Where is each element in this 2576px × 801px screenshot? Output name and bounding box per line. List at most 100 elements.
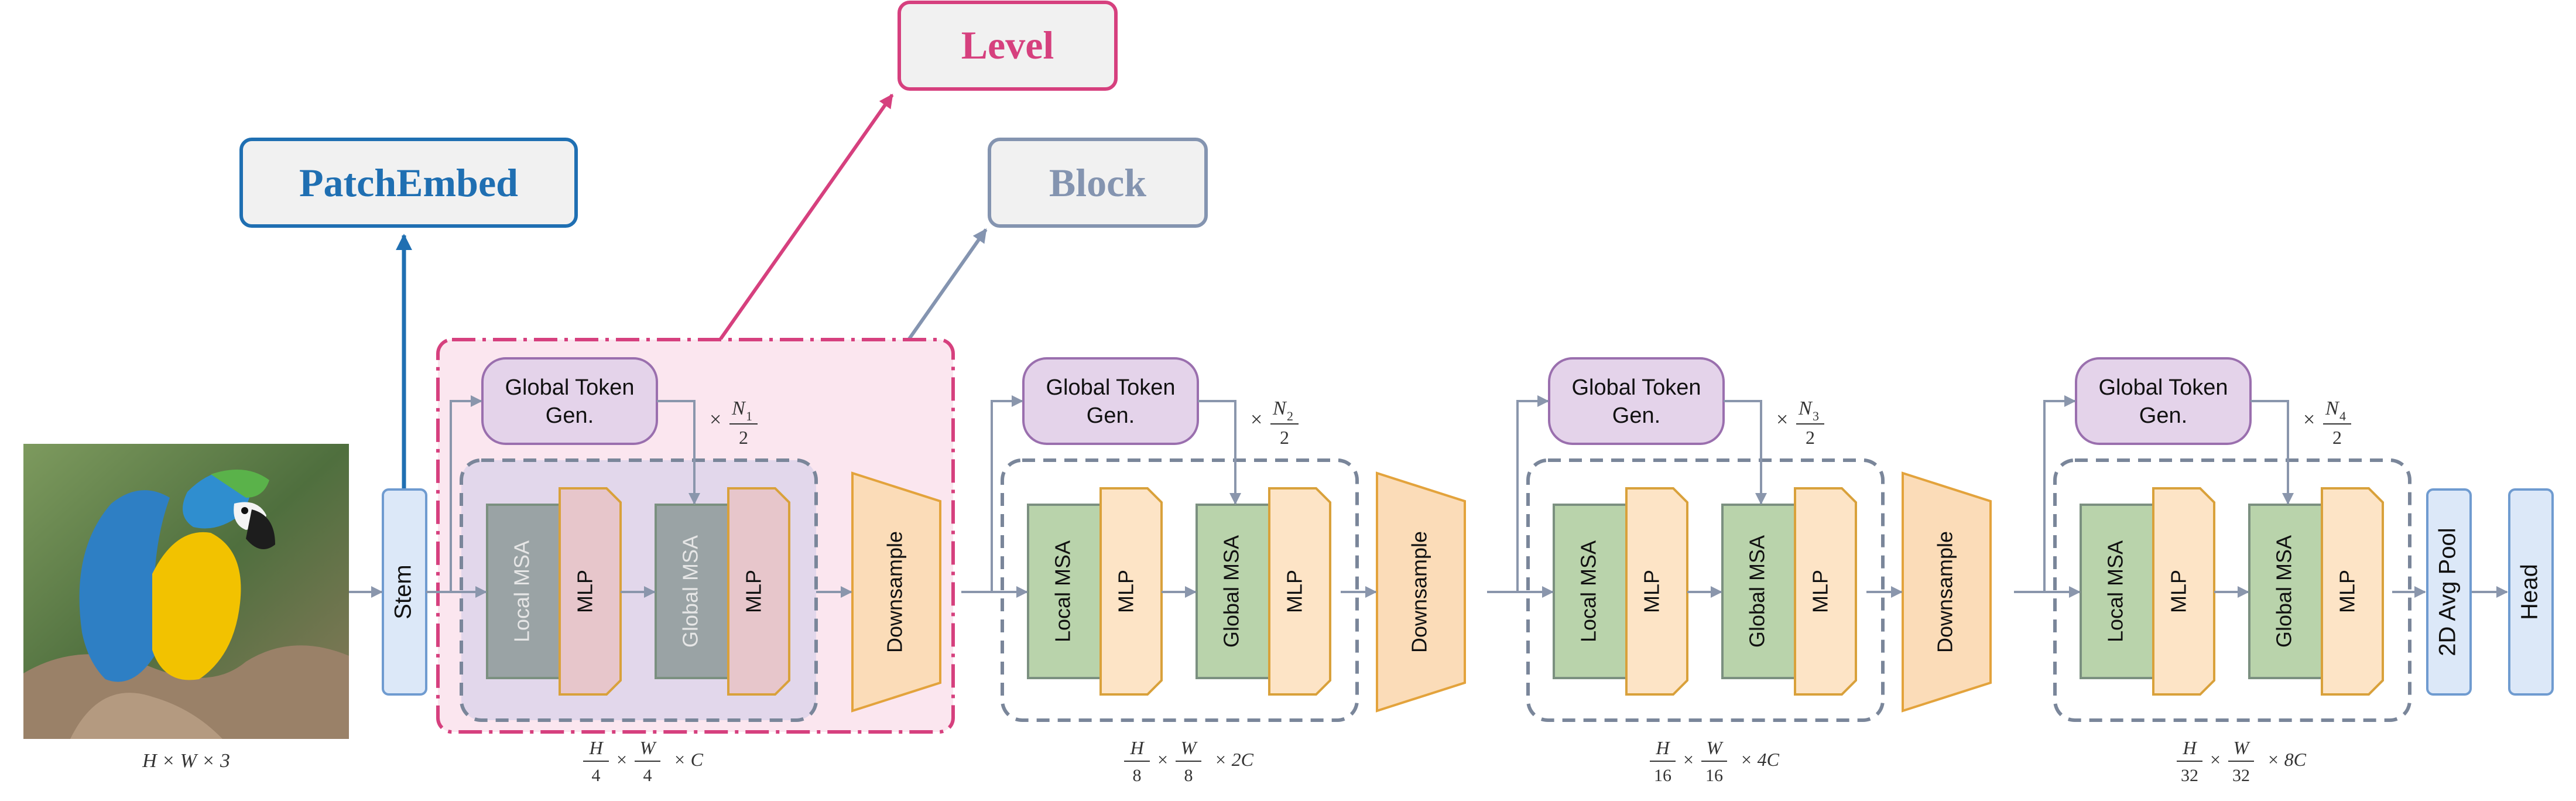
svg-text:2: 2 xyxy=(1806,427,1815,448)
mlp-label: MLP xyxy=(1640,570,1664,613)
mlp-box xyxy=(1099,487,1163,696)
local-msa-label: Local MSA xyxy=(1577,540,1601,642)
svg-text:× C: × C xyxy=(673,749,704,770)
mlp-box xyxy=(2321,487,2384,696)
svg-text:2: 2 xyxy=(1280,427,1289,448)
svg-text:2: 2 xyxy=(1287,409,1293,423)
svg-text:W: W xyxy=(1181,737,1198,758)
global-token-gen-box xyxy=(481,357,658,445)
mlp-label: MLP xyxy=(2335,570,2359,613)
global-token-gen-label-2: Gen. xyxy=(1087,403,1135,428)
downsample-label: Downsample xyxy=(883,531,907,653)
avg-pool-label: 2D Avg Pool xyxy=(2435,528,2461,656)
to-global-token-gen-arrow xyxy=(450,395,482,592)
stage-dims: H16×W16× 4C xyxy=(1650,737,1780,785)
mlp-label: MLP xyxy=(742,570,766,613)
global-token-gen-box xyxy=(1022,357,1199,445)
global-token-to-msa-arrow xyxy=(2250,400,2294,505)
downsample-2: Downsample xyxy=(1341,471,1466,713)
svg-text:N: N xyxy=(1798,398,1813,419)
global-msa-label: Global MSA xyxy=(2272,535,2296,648)
svg-text:N: N xyxy=(1272,398,1287,419)
mlp-box xyxy=(1794,487,1857,696)
stage-dims: H32×W32× 8C xyxy=(2177,737,2307,785)
svg-text:×: × xyxy=(710,408,721,431)
global-token-gen-label: Global Token xyxy=(505,375,634,400)
to-global-token-gen-arrow xyxy=(991,395,1023,592)
head-block: Head xyxy=(2508,488,2554,696)
local-msa-box xyxy=(486,504,561,679)
block-container xyxy=(1526,458,1885,722)
to-global-token-gen-arrow xyxy=(1516,395,1549,592)
svg-text:H: H xyxy=(588,737,604,758)
head-label: Head xyxy=(2517,564,2543,620)
svg-text:8: 8 xyxy=(1184,766,1193,785)
mlp-label: MLP xyxy=(2167,570,2191,613)
downsample-shape xyxy=(1376,471,1466,713)
input-image xyxy=(23,444,349,739)
mlp-label: MLP xyxy=(1283,570,1307,613)
global-token-to-msa-arrow xyxy=(1198,400,1241,505)
mlp-box xyxy=(1268,487,1331,696)
mlp-label: MLP xyxy=(1808,570,1832,613)
local-msa-label: Local MSA xyxy=(510,540,534,642)
stem-label: Stem xyxy=(390,564,416,619)
svg-text:H: H xyxy=(2182,737,2197,758)
svg-text:×: × xyxy=(2210,749,2221,770)
downsample-shape xyxy=(851,471,941,713)
to-global-token-gen-arrow xyxy=(2043,395,2076,592)
svg-text:W: W xyxy=(1707,737,1724,758)
downsample-label: Downsample xyxy=(1407,531,1431,653)
global-token-gen-label-2: Gen. xyxy=(546,403,594,428)
global-token-gen-label-2: Gen. xyxy=(2139,403,2187,428)
downsample-shape xyxy=(1902,471,1992,713)
svg-text:2: 2 xyxy=(739,427,748,448)
block-callout: Block xyxy=(988,138,1208,228)
block-container xyxy=(2053,458,2411,722)
svg-text:H: H xyxy=(1129,737,1145,758)
global-token-gen-label: Global Token xyxy=(1046,375,1175,400)
local-msa-box xyxy=(1553,504,1628,679)
svg-text:W: W xyxy=(640,737,657,758)
level-label: Level xyxy=(961,23,1054,67)
global-token-gen-box xyxy=(2075,357,2252,445)
svg-text:1: 1 xyxy=(746,409,752,423)
downsample-label: Downsample xyxy=(1933,531,1957,653)
global-token-gen-label: Global Token xyxy=(2098,375,2228,400)
global-token-gen-box xyxy=(1548,357,1725,445)
svg-text:N: N xyxy=(731,398,746,419)
svg-text:×: × xyxy=(1683,749,1694,770)
downsample-blocks: Downsample Downsample Downsample xyxy=(816,471,1992,713)
block-container xyxy=(1001,458,1359,722)
svg-text:3: 3 xyxy=(1813,409,1819,423)
global-token-to-msa-arrow xyxy=(657,400,700,505)
level-arrow xyxy=(718,94,894,341)
svg-text:×: × xyxy=(1251,408,1262,431)
svg-text:W: W xyxy=(2234,737,2251,758)
stage-dims: H8×W8× 2C xyxy=(1124,737,1254,785)
svg-text:× 8C: × 8C xyxy=(2267,749,2307,770)
svg-text:32: 32 xyxy=(2181,766,2198,785)
svg-text:×: × xyxy=(1157,749,1168,770)
global-token-to-msa-arrow xyxy=(1724,400,1767,505)
mlp-box xyxy=(1625,487,1688,696)
svg-text:8: 8 xyxy=(1133,766,1142,785)
mlp-box xyxy=(2152,487,2215,696)
global-token-gen-label: Global Token xyxy=(1571,375,1701,400)
stem-block: Stem xyxy=(382,488,427,696)
patchembed-label: PatchEmbed xyxy=(299,160,518,205)
mlp-label: MLP xyxy=(573,570,597,613)
global-msa-label: Global MSA xyxy=(1220,535,1244,648)
level-callout: Level xyxy=(898,1,1118,91)
local-msa-box xyxy=(1027,504,1102,679)
svg-text:× 4C: × 4C xyxy=(1740,749,1780,770)
local-msa-label: Local MSA xyxy=(2104,540,2128,642)
avg-pool-block: 2D Avg Pool xyxy=(2426,488,2472,696)
